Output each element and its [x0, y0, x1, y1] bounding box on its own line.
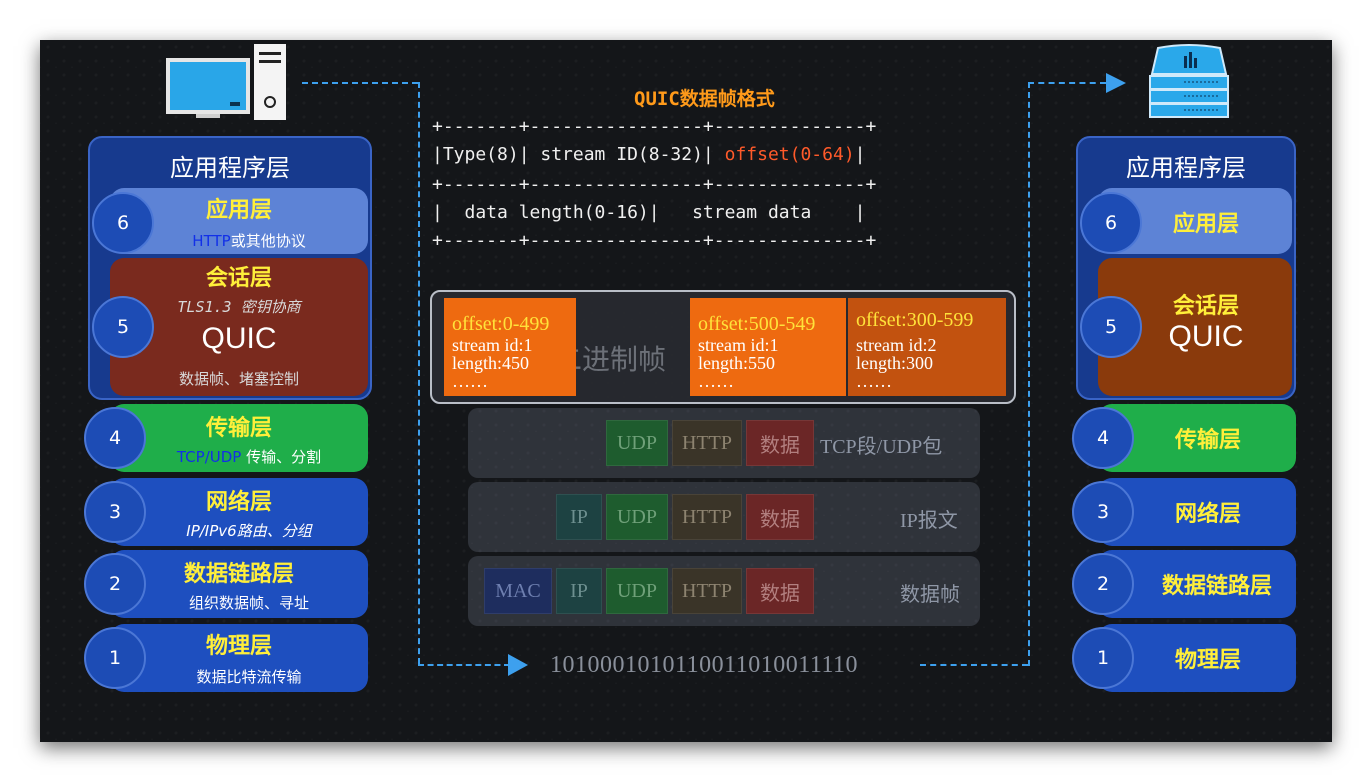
frame-length: length:550	[698, 353, 775, 373]
layer-name: 物理层	[1174, 647, 1241, 673]
packet-cell-http: HTTP	[672, 494, 742, 540]
layer-name: 应用层	[1172, 211, 1239, 237]
layer-name: 会话层	[1172, 293, 1239, 319]
frame-stream-id: stream id:1	[698, 335, 779, 355]
packet-row-udp: UDP HTTP 数据 TCP段/UDP包	[468, 408, 980, 478]
layer-number-badge: 2	[84, 553, 146, 615]
layer-number-badge: 6	[1080, 192, 1142, 254]
dashed-line-bottom-right	[920, 664, 1028, 666]
packet-cell-ip: IP	[556, 568, 602, 614]
layer-desc-top: TLS1.3 密钥协商	[177, 298, 301, 316]
layer-number-badge: 5	[1080, 296, 1142, 358]
packet-row-label: 数据帧	[900, 584, 960, 606]
layer-name: 物理层	[205, 633, 272, 659]
layer-desc: 数据比特流传输	[196, 668, 302, 686]
packet-row-ip: IP UDP HTTP 数据 IP报文	[468, 482, 980, 552]
layer-desc: TCP/UDP 传输、分割	[110, 446, 368, 467]
layer-number-badge: 1	[84, 627, 146, 689]
left-layer-2: 数据链路层 组织数据帧、寻址	[110, 550, 368, 618]
frame-format-row1: |Type(8)| stream ID(8-32)| offset(0-64)|	[432, 144, 866, 165]
frame-more: ……	[452, 371, 488, 391]
frame-format-title: QUIC数据帧格式	[634, 88, 775, 110]
bitstream: 1010001010110011010011110	[550, 652, 859, 678]
arrow-right-icon	[1106, 73, 1126, 93]
frame-box-1: offset:0-499 stream id:1 length:450 ……	[444, 298, 576, 396]
packet-row-label: IP报文	[900, 510, 958, 532]
layer-quic-label: QUIC	[1168, 320, 1244, 353]
computer-icon	[166, 44, 286, 120]
packet-row-label: TCP段/UDP包	[820, 436, 943, 458]
layer-desc: 组织数据帧、寻址	[188, 594, 309, 612]
arrow-right-icon	[508, 654, 528, 676]
layer-number-badge: 4	[84, 407, 146, 469]
frame-length: length:450	[452, 353, 529, 373]
frame-offset: offset:500-549	[698, 313, 816, 335]
dashed-line-top-right	[1028, 82, 1106, 84]
layer-desc: 数据帧、堵塞控制	[178, 370, 299, 388]
layer-name: 传输层	[1174, 427, 1241, 453]
dashed-line-right-up	[1028, 82, 1030, 666]
frame-more: ……	[856, 371, 892, 391]
packet-cell-mac: MAC	[484, 568, 552, 614]
frame-format-border: +-------+----------------+--------------…	[432, 116, 877, 137]
layer-name: 网络层	[1174, 501, 1241, 527]
left-layer-4: 传输层 TCP/UDP 传输、分割	[110, 404, 368, 472]
packet-cell-http: HTTP	[672, 420, 742, 466]
packet-cell-udp: UDP	[606, 420, 668, 466]
packet-cell-data: 数据	[746, 568, 814, 614]
layer-name: 网络层	[205, 489, 272, 515]
layer-desc-protocol: HTTP	[192, 232, 231, 250]
slide: QUIC数据帧格式 +-------+----------------+----…	[40, 40, 1332, 742]
layer-number-badge: 5	[92, 296, 154, 358]
packet-cell-udp: UDP	[606, 568, 668, 614]
frame-format-offset-field: offset(0-64)	[724, 144, 855, 165]
left-layer-1: 物理层 数据比特流传输	[110, 624, 368, 692]
layer-desc-text: 传输、分割	[241, 448, 322, 466]
layer-number-badge: 2	[1072, 553, 1134, 615]
frame-format-row2: | data length(0-16)| stream data |	[432, 202, 866, 223]
left-app-program-title: 应用程序层	[170, 154, 290, 182]
layer-quic-label: QUIC	[201, 322, 277, 355]
layer-desc: IP/IPv6路由、分组	[186, 522, 312, 540]
frame-format-border: +-------+----------------+--------------…	[432, 230, 877, 251]
layer-number-badge: 3	[84, 481, 146, 543]
frame-offset: offset:0-499	[452, 313, 550, 335]
server-icon	[1144, 44, 1234, 118]
packet-cell-data: 数据	[746, 494, 814, 540]
dashed-line-top-left	[302, 82, 418, 84]
packet-cell-data: 数据	[746, 420, 814, 466]
frame-length: length:300	[856, 353, 933, 373]
frame-format-row1-end: |	[854, 144, 866, 165]
frame-stream-id: stream id:2	[856, 335, 937, 355]
packet-cell-udp: UDP	[606, 494, 668, 540]
frame-more: ……	[698, 371, 734, 391]
packet-cell-ip: IP	[556, 494, 602, 540]
packet-cell-http: HTTP	[672, 568, 742, 614]
frame-format-row1-fields: |Type(8)| stream ID(8-32)|	[432, 144, 725, 165]
layer-desc: HTTP或其他协议	[110, 230, 368, 251]
frame-offset: offset:300-599	[856, 309, 974, 331]
layer-number-badge: 1	[1072, 627, 1134, 689]
packet-row-mac: MAC IP UDP HTTP 数据 数据帧	[468, 556, 980, 626]
layer-name: 数据链路层	[1161, 573, 1272, 599]
layer-number-badge: 3	[1072, 481, 1134, 543]
dashed-line-left-down	[418, 82, 420, 664]
frame-box-2: offset:500-549 stream id:1 length:550 ……	[690, 298, 846, 396]
dashed-line-bottom-left	[418, 664, 510, 666]
left-layer-3: 网络层 IP/IPv6路由、分组	[110, 478, 368, 546]
frame-box-3: offset:300-599 stream id:2 length:300 ……	[848, 298, 1006, 396]
layer-number-badge: 4	[1072, 407, 1134, 469]
layer-name: 数据链路层	[183, 561, 294, 587]
frame-stream-id: stream id:1	[452, 335, 533, 355]
layer-name: 传输层	[205, 415, 272, 441]
layer-number-badge: 6	[92, 192, 154, 254]
layer-desc-protocol: TCP/UDP	[176, 448, 242, 466]
layer-name: 应用层	[205, 197, 272, 223]
layer-name: 会话层	[205, 265, 272, 291]
layer-desc-text: 或其他协议	[230, 232, 306, 250]
frame-format-border: +-------+----------------+--------------…	[432, 174, 877, 195]
right-app-program-title: 应用程序层	[1126, 154, 1246, 182]
